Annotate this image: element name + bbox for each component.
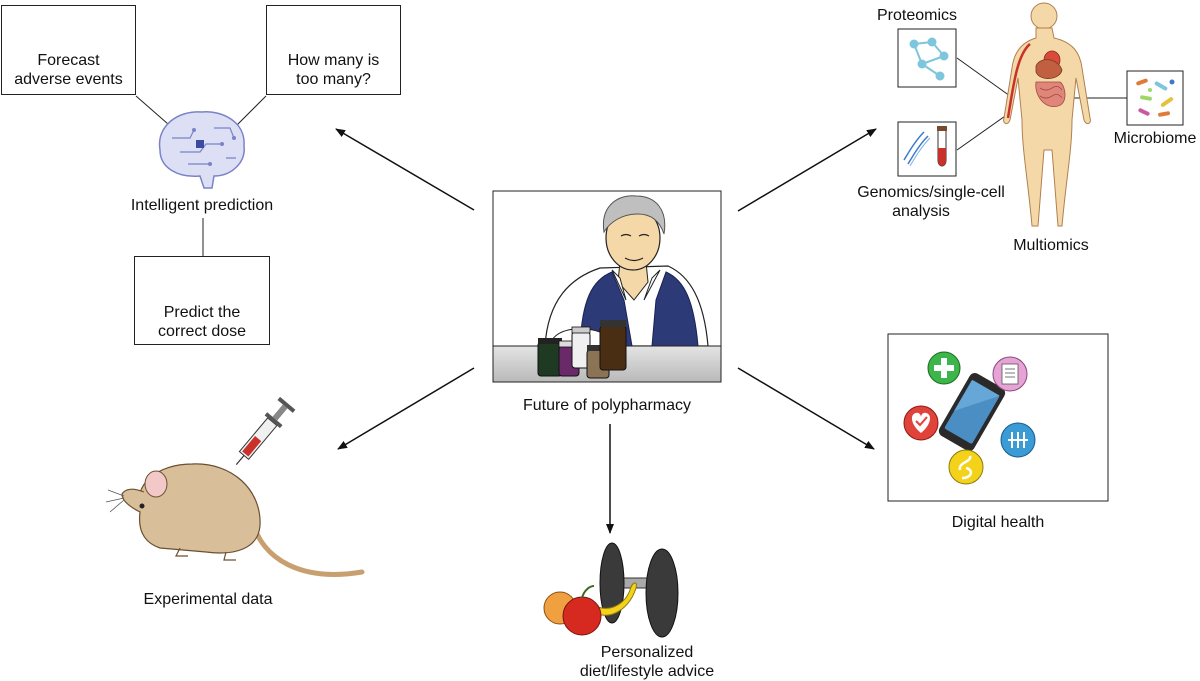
brain-circuit-icon bbox=[158, 111, 245, 189]
predict-dose-box: Predict the correct dose bbox=[134, 256, 270, 345]
microbiome-bacteria-icon bbox=[1126, 70, 1184, 126]
arrow-to-multiomics bbox=[737, 128, 877, 212]
forecast-adverse-events-box: Forecast adverse events bbox=[1, 5, 136, 95]
multiomics-label: Multiomics bbox=[1013, 237, 1089, 254]
mouse-syringe-illustration bbox=[105, 396, 365, 577]
elderly-patient-illustration bbox=[492, 190, 722, 383]
lifestyle-label-line1: Personalized bbox=[600, 644, 694, 661]
genomics-dna-icon bbox=[897, 121, 957, 177]
genomics-label-line2: analysis bbox=[892, 203, 950, 220]
connector-proteomics bbox=[956, 57, 1011, 97]
connector-howmany bbox=[235, 95, 267, 127]
how-many-box: How many is too many? bbox=[266, 5, 401, 95]
experimental-data-label: Experimental data bbox=[143, 591, 273, 608]
dose-line2: correct dose bbox=[157, 323, 247, 340]
forecast-line1: Forecast bbox=[37, 52, 100, 69]
proteomics-label: Proteomics bbox=[876, 7, 958, 24]
connector-forecast bbox=[135, 95, 169, 125]
proteomics-network-icon bbox=[897, 28, 957, 88]
intelligent-prediction-label: Intelligent prediction bbox=[130, 197, 274, 214]
arrow-to-digital-health bbox=[737, 367, 875, 450]
connector-genomics bbox=[956, 113, 1009, 151]
microbiome-label: Microbiome bbox=[1113, 130, 1197, 147]
human-body-icon bbox=[1003, 2, 1091, 227]
arrow-to-experimental bbox=[337, 367, 475, 450]
arrow-to-prediction bbox=[335, 128, 475, 211]
dose-line1: Predict the bbox=[163, 304, 241, 321]
digital-health-label: Digital health bbox=[951, 514, 1045, 531]
center-label: Future of polypharmacy bbox=[522, 397, 692, 414]
digital-health-illustration bbox=[887, 333, 1109, 502]
genomics-label-line1: Genomics/single-cell bbox=[857, 184, 1005, 201]
forecast-line2: adverse events bbox=[14, 71, 123, 88]
howmany-line2: too many? bbox=[296, 71, 371, 88]
dumbbell-fruit-illustration bbox=[543, 542, 679, 638]
lifestyle-label-line2: diet/lifestyle advice bbox=[579, 663, 715, 680]
howmany-line1: How many is bbox=[287, 52, 380, 69]
